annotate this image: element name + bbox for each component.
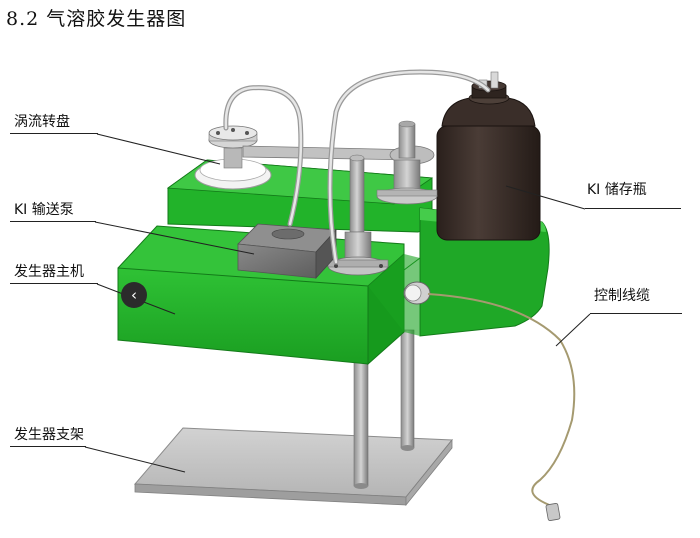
center-column <box>327 154 389 276</box>
label-pump: KI 输送泵 <box>14 202 74 218</box>
stand-base-plate <box>133 427 454 507</box>
stand-rods <box>353 329 415 489</box>
figure-title: 8.2 气溶胶发生器图 <box>6 8 187 30</box>
label-stand: 发生器支架 <box>14 427 84 443</box>
label-underline <box>10 133 98 134</box>
label-main-unit: 发生器主机 <box>14 264 84 280</box>
label-underline <box>10 446 86 447</box>
label-underline <box>10 283 98 284</box>
label-underline <box>10 221 96 222</box>
label-underline <box>585 208 681 209</box>
label-cable: 控制线缆 <box>594 288 650 304</box>
label-bottle: KI 储存瓶 <box>587 182 647 198</box>
right-column <box>376 120 438 205</box>
ki-storage-bottle <box>436 71 541 241</box>
chevron-left-icon[interactable]: ‹ <box>121 282 147 308</box>
label-underline <box>590 313 682 314</box>
ki-pump <box>237 223 337 280</box>
label-turntable: 涡流转盘 <box>14 114 70 130</box>
control-cable <box>403 281 576 522</box>
vortex-turntable <box>194 125 272 190</box>
fluid-tubes <box>223 69 491 265</box>
